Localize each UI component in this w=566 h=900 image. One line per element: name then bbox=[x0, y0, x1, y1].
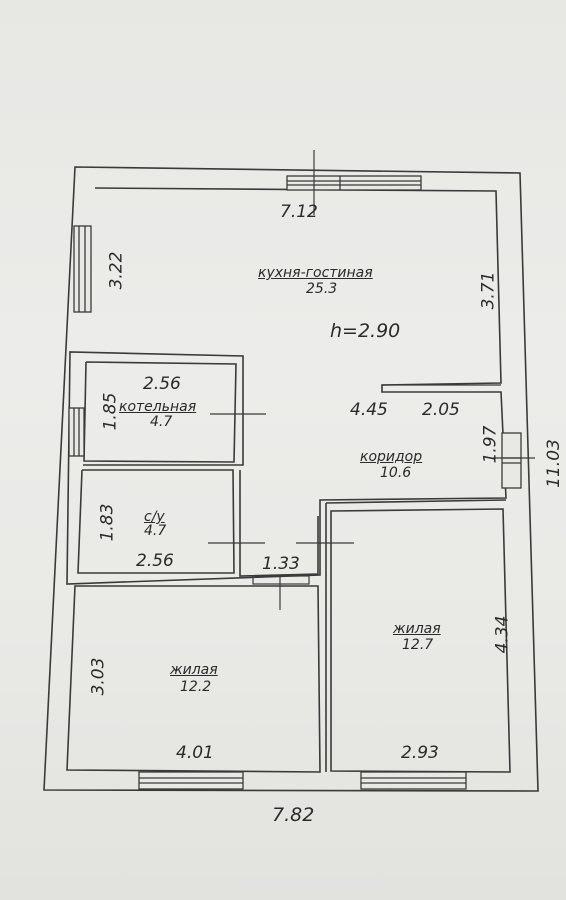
corridor-name: коридор bbox=[360, 449, 423, 465]
wall-wc bbox=[77, 469, 235, 574]
dim-boiler-height: 1.85 bbox=[100, 392, 121, 431]
living-right-area: 12.7 bbox=[402, 637, 434, 653]
dim-kitchen-width: 7.12 bbox=[280, 202, 318, 222]
window-left-boiler bbox=[68, 407, 85, 457]
dim-boiler-width: 2.56 bbox=[143, 374, 181, 394]
dim-total-width: 7.82 bbox=[272, 804, 315, 826]
wall-boiler bbox=[83, 361, 237, 463]
kitchen-name: кухня-гостиная bbox=[258, 265, 373, 281]
dim-corridor-length: 4.45 bbox=[350, 400, 388, 420]
living-right-name: жилая bbox=[393, 621, 441, 637]
dim-living-left-height: 3.03 bbox=[88, 657, 109, 696]
wall-living-left bbox=[66, 585, 321, 773]
inner-wall-boundary bbox=[66, 187, 507, 585]
kitchen-area: 25.3 bbox=[306, 281, 338, 297]
dim-wc-width: 2.56 bbox=[136, 551, 174, 571]
dim-door-width: 1.33 bbox=[262, 554, 300, 574]
dim-kitchen-right: 3.71 bbox=[478, 271, 499, 310]
dim-living-right-height: 4.34 bbox=[492, 615, 513, 654]
dim-wc-height: 1.83 bbox=[97, 503, 118, 542]
windows bbox=[68, 175, 522, 790]
living-left-name: жилая bbox=[170, 662, 218, 678]
dim-kitchen-left: 3.22 bbox=[106, 251, 127, 290]
dim-corridor-height: 1.97 bbox=[480, 425, 501, 464]
corridor-area: 10.6 bbox=[380, 465, 412, 481]
boiler-name: котельная bbox=[119, 399, 197, 415]
wall-wc-right bbox=[239, 470, 319, 577]
door-sill bbox=[252, 575, 310, 585]
window-right-corridor bbox=[501, 432, 522, 489]
window-bottom-right bbox=[360, 771, 467, 790]
axis-marks bbox=[208, 150, 535, 610]
wall-corridor-bottom bbox=[325, 499, 507, 504]
dim-total-height: 11.03 bbox=[543, 439, 564, 488]
ceiling-height: h=2.90 bbox=[330, 320, 401, 342]
dim-living-left-width: 4.01 bbox=[176, 743, 214, 763]
outer-wall bbox=[43, 166, 539, 792]
dim-living-right-width: 2.93 bbox=[401, 743, 439, 763]
window-bottom-left bbox=[138, 771, 244, 790]
wc-area: 4.7 bbox=[144, 523, 167, 539]
walls bbox=[43, 166, 539, 792]
living-left-area: 12.2 bbox=[180, 679, 212, 695]
wall-living-right bbox=[330, 508, 511, 773]
window-left-kitchen bbox=[73, 225, 92, 313]
boiler-area: 4.7 bbox=[150, 414, 173, 430]
dim-corridor-right: 2.05 bbox=[422, 400, 460, 420]
window-top bbox=[286, 175, 422, 191]
wc-name: с/у bbox=[144, 509, 165, 525]
